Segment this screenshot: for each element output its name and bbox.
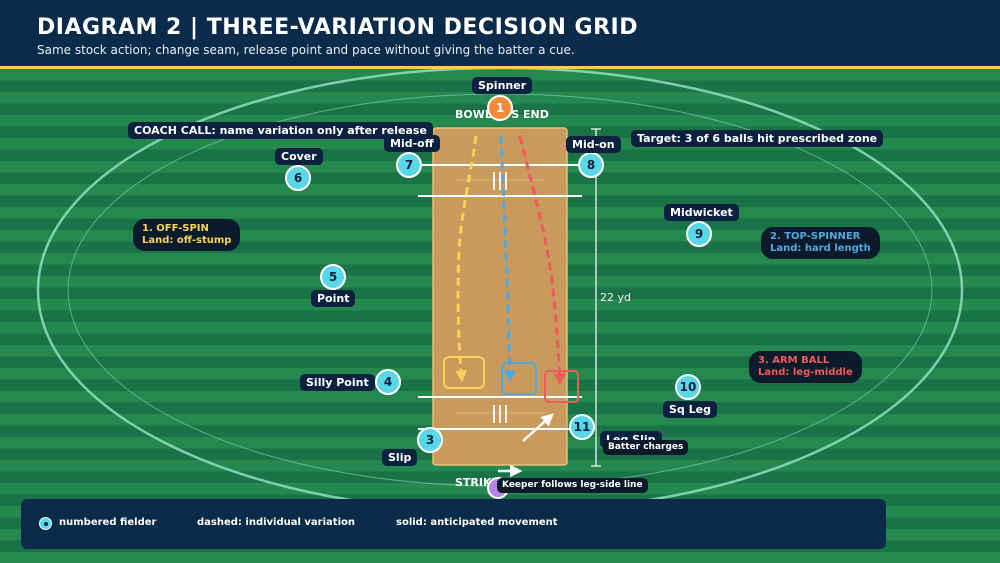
grass-stripe xyxy=(0,552,1000,563)
batter-charges-note: Batter charges xyxy=(603,440,689,455)
fielder-label-point: Point xyxy=(311,290,356,307)
grass-stripe xyxy=(0,460,1000,472)
fielder-marker-6: 6 xyxy=(285,165,311,191)
page-title: DIAGRAM 2 | THREE-VARIATION DECISION GRI… xyxy=(37,15,638,40)
fielder-marker-1: 1 xyxy=(487,95,513,121)
header-bar: DIAGRAM 2 | THREE-VARIATION DECISION GRI… xyxy=(0,0,1000,69)
legend-panel: numbered fielder dashed: individual vari… xyxy=(21,499,886,549)
fielder-label-sq-leg: Sq Leg xyxy=(663,401,717,418)
fielder-label-mid-off: Mid-off xyxy=(384,135,440,152)
fielder-label-cover: Cover xyxy=(275,148,323,165)
distance-marker xyxy=(591,128,601,467)
variation-landing: Land: off-stump xyxy=(142,235,232,246)
stumps-bottom xyxy=(493,405,507,423)
legend-solid-text: solid: anticipated movement xyxy=(396,517,558,528)
off-spin-landing-zone xyxy=(443,356,485,389)
arm-ball-path xyxy=(518,135,566,386)
fielder-marker-4: 4 xyxy=(375,369,401,395)
fielder-marker-7: 7 xyxy=(396,152,422,178)
legend-dashed-text: dashed: individual variation xyxy=(197,517,355,528)
variation-top-spinner: 2. TOP-SPINNER Land: hard length xyxy=(761,227,880,259)
off-spin-path xyxy=(455,135,478,383)
fielder-marker-11: 11 xyxy=(569,414,595,440)
fielder-label-mid-on: Mid-on xyxy=(566,136,621,153)
variation-off-spin: 1. OFF-SPIN Land: off-stump xyxy=(133,219,241,251)
fielder-marker-8: 8 xyxy=(578,152,604,178)
fielder-label-slip: Slip xyxy=(382,449,418,466)
variation-name: 2. TOP-SPINNER xyxy=(770,231,861,242)
stumps-top xyxy=(493,172,507,190)
top-spinner-path xyxy=(499,135,516,383)
grass-stripe xyxy=(0,69,1000,81)
target-note: Target: 3 of 6 balls hit prescribed zone xyxy=(631,130,884,147)
variation-name: 1. OFF-SPIN xyxy=(142,223,209,234)
variation-landing: Land: leg-middle xyxy=(758,367,853,378)
variation-landing: Land: hard length xyxy=(770,243,871,254)
batter-charge-arrow xyxy=(522,413,554,442)
top-spinner-landing-zone xyxy=(501,362,537,395)
fielder-legend-icon xyxy=(39,517,52,530)
page-subtitle: Same stock action; change seam, release … xyxy=(37,43,575,57)
pitch-length-label: 22 yd xyxy=(600,291,631,304)
fielder-marker-3: 3 xyxy=(417,427,443,453)
variation-name: 3. ARM BALL xyxy=(758,355,830,366)
fielder-marker-5: 5 xyxy=(320,264,346,290)
fielder-label-silly-point: Silly Point xyxy=(300,374,375,391)
arm-ball-landing-zone xyxy=(544,370,579,403)
keeper-note: Keeper follows leg-side line xyxy=(497,478,648,493)
fielder-label-midwicket: Midwicket xyxy=(664,204,739,221)
fielder-label-spinner: Spinner xyxy=(472,77,533,94)
legend-fielder-text: numbered fielder xyxy=(59,517,157,528)
fielder-marker-9: 9 xyxy=(686,221,712,247)
fielder-marker-10: 10 xyxy=(675,374,701,400)
coach-call-note: COACH CALL: name variation only after re… xyxy=(128,122,433,139)
variation-arm-ball: 3. ARM BALL Land: leg-middle xyxy=(749,351,862,383)
